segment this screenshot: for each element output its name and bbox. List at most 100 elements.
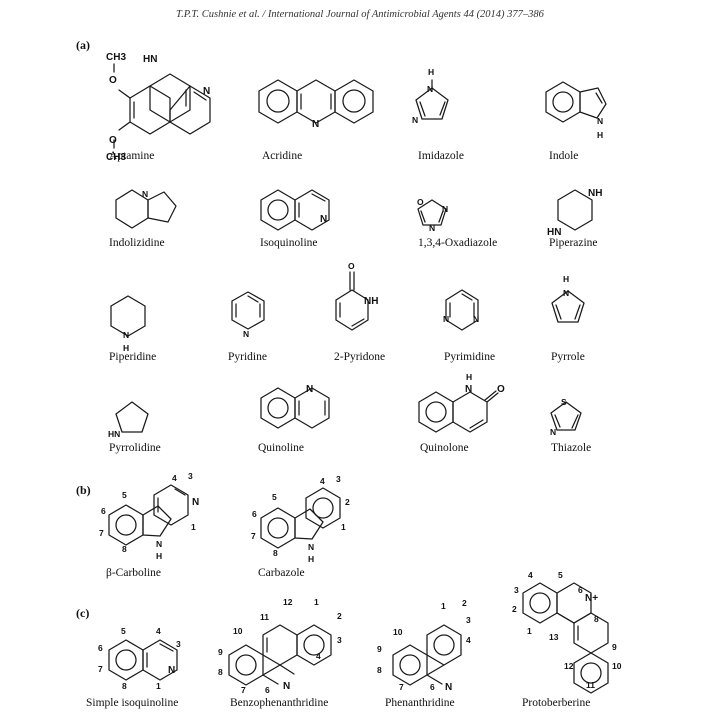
protoberberine-num-10: 10 <box>612 661 622 671</box>
thiazole-n: N <box>550 427 556 437</box>
indole-structure: N H <box>545 81 607 140</box>
name-benzophenanthridine: Benzophenanthridine <box>230 697 329 709</box>
simple-isoquinoline-num-7: 7 <box>98 664 103 674</box>
simple-isoquinoline-num-6: 6 <box>98 643 103 653</box>
pyrrolidine-hn: HN <box>108 429 120 439</box>
imidazole-h: H <box>428 67 434 77</box>
indole-n: N <box>597 116 603 126</box>
isoquinoline-structure: N <box>260 189 330 231</box>
name-bcarboline: β-Carboline <box>106 567 162 579</box>
phenanthridine-num-8: 8 <box>377 665 382 675</box>
name-thiazole: Thiazole <box>551 442 592 454</box>
benzophenanthridine-num-4: 4 <box>316 651 321 661</box>
oxadiazole-structure: O N N <box>417 197 448 233</box>
carbazole-num-2: 2 <box>345 497 350 507</box>
protoberberine-nplus: N+ <box>585 593 598 604</box>
oxadiazole-n4: N <box>429 223 435 233</box>
carbazole-n: N <box>308 542 314 552</box>
oxadiazole-n3: N <box>442 204 448 214</box>
carbazole-structure: N H 4 3 2 1 5 6 7 8 <box>251 474 350 564</box>
benzophenanthridine-num-2: 2 <box>337 611 342 621</box>
name-simple-isoquinoline: Simple isoquinoline <box>86 697 179 709</box>
carbazole-num-4: 4 <box>320 476 325 486</box>
bcarboline-structure: N H N 4 3 5 6 7 8 1 <box>99 471 199 561</box>
carbazole-num-1: 1 <box>341 522 346 532</box>
benzophenanthridine-num-11: 11 <box>260 612 269 622</box>
carbazole-num-8: 8 <box>273 548 278 558</box>
benzophenanthridine-n: N <box>283 681 290 692</box>
benzophenanthridine-num-9: 9 <box>218 647 223 657</box>
name-indole: Indole <box>549 150 579 162</box>
name-phenanthridine: Phenanthridine <box>385 697 455 709</box>
bcarboline-h: H <box>156 551 162 561</box>
simple-isoquinoline-n: N <box>168 665 175 676</box>
protoberberine-num-5: 5 <box>558 570 563 580</box>
phenanthridine-num-1: 1 <box>441 601 446 611</box>
quinoline-structure: N <box>260 384 330 429</box>
protoberberine-num-12: 12 <box>564 661 574 671</box>
pyrimidine-n1: N <box>443 314 449 324</box>
simple-isoquinoline-num-8: 8 <box>122 681 127 691</box>
name-oxadiazole: 1,3,4-Oxadiazole <box>418 237 498 249</box>
phenanthridine-num-4: 4 <box>466 635 471 645</box>
benzophenanthridine-num-10: 10 <box>233 626 243 636</box>
quinolone-h: H <box>466 372 472 382</box>
carbazole-num-6: 6 <box>252 509 257 519</box>
protoberberine-num-13: 13 <box>549 632 559 642</box>
pyrrolidine-structure: HN <box>108 401 149 439</box>
indole-h: H <box>597 130 603 140</box>
piperazine-nh: NH <box>588 188 602 199</box>
name-isoquinoline: Isoquinoline <box>260 237 318 249</box>
pyridine-n: N <box>243 329 249 339</box>
name-piperidine: Piperidine <box>109 351 157 363</box>
name-protoberberine: Protoberberine <box>522 697 591 709</box>
oxadiazole-o: O <box>417 197 424 207</box>
journal-header: T.P.T. Cushnie et al. / International Jo… <box>176 9 544 20</box>
bcarboline-num-4: 4 <box>172 473 177 483</box>
name-pyrrolidine: Pyrrolidine <box>109 442 161 454</box>
name-aptamine: Aptamine <box>109 150 155 162</box>
aptamine-ch3-bottom: CH3 <box>106 152 126 163</box>
piperidine-n: N <box>123 330 129 340</box>
part-c-label: (c) <box>76 606 90 620</box>
carbazole-num-7: 7 <box>251 531 256 541</box>
simple-isoquinoline-num-5: 5 <box>121 626 126 636</box>
pyrrole-n: N <box>563 288 569 298</box>
protoberberine-num-11: 11 <box>586 680 595 690</box>
name-pyrrole: Pyrrole <box>551 351 585 363</box>
name-piperazine: Piperazine <box>549 237 598 249</box>
name-indolizidine: Indolizidine <box>109 237 165 249</box>
benzophenanthridine-num-3: 3 <box>337 635 342 645</box>
bcarboline-num-5: 5 <box>122 490 127 500</box>
quinolone-structure: O N H <box>418 372 505 433</box>
simple-isoquinoline-num-1: 1 <box>156 681 161 691</box>
protoberberine-num-9: 9 <box>612 642 617 652</box>
name-imidazole: Imidazole <box>418 150 464 162</box>
part-a-label: (a) <box>76 38 90 52</box>
thiazole-structure: S N <box>550 397 582 437</box>
simple-isoquinoline-num-4: 4 <box>156 626 161 636</box>
quinoline-n: N <box>306 384 313 395</box>
piperidine-h: H <box>123 343 129 353</box>
protoberberine-num-1: 1 <box>527 626 532 636</box>
name-quinolone: Quinolone <box>420 442 469 454</box>
bcarboline-num-3: 3 <box>188 471 193 481</box>
phenanthridine-num-6: 6 <box>430 682 435 692</box>
name-pyridine: Pyridine <box>228 351 267 363</box>
imidazole-structure: H N N <box>412 67 449 125</box>
pyridone-o: O <box>348 261 355 271</box>
simple-isoquinoline-num-3: 3 <box>176 639 181 649</box>
bcarboline-n9: N <box>156 539 162 549</box>
aptamine-hn: HN <box>143 54 157 65</box>
phenanthridine-num-9: 9 <box>377 644 382 654</box>
name-pyridone: 2-Pyridone <box>334 351 386 363</box>
benzophenanthridine-num-6: 6 <box>265 685 270 695</box>
aptamine-o-bottom: O <box>109 135 117 146</box>
pyridone-nh: NH <box>364 296 378 307</box>
name-quinoline: Quinoline <box>258 442 304 454</box>
imidazole-n1: N <box>427 84 433 94</box>
pyridone-structure: O NH <box>335 261 378 331</box>
carbazole-num-3: 3 <box>336 474 341 484</box>
carbazole-num-5: 5 <box>272 492 277 502</box>
